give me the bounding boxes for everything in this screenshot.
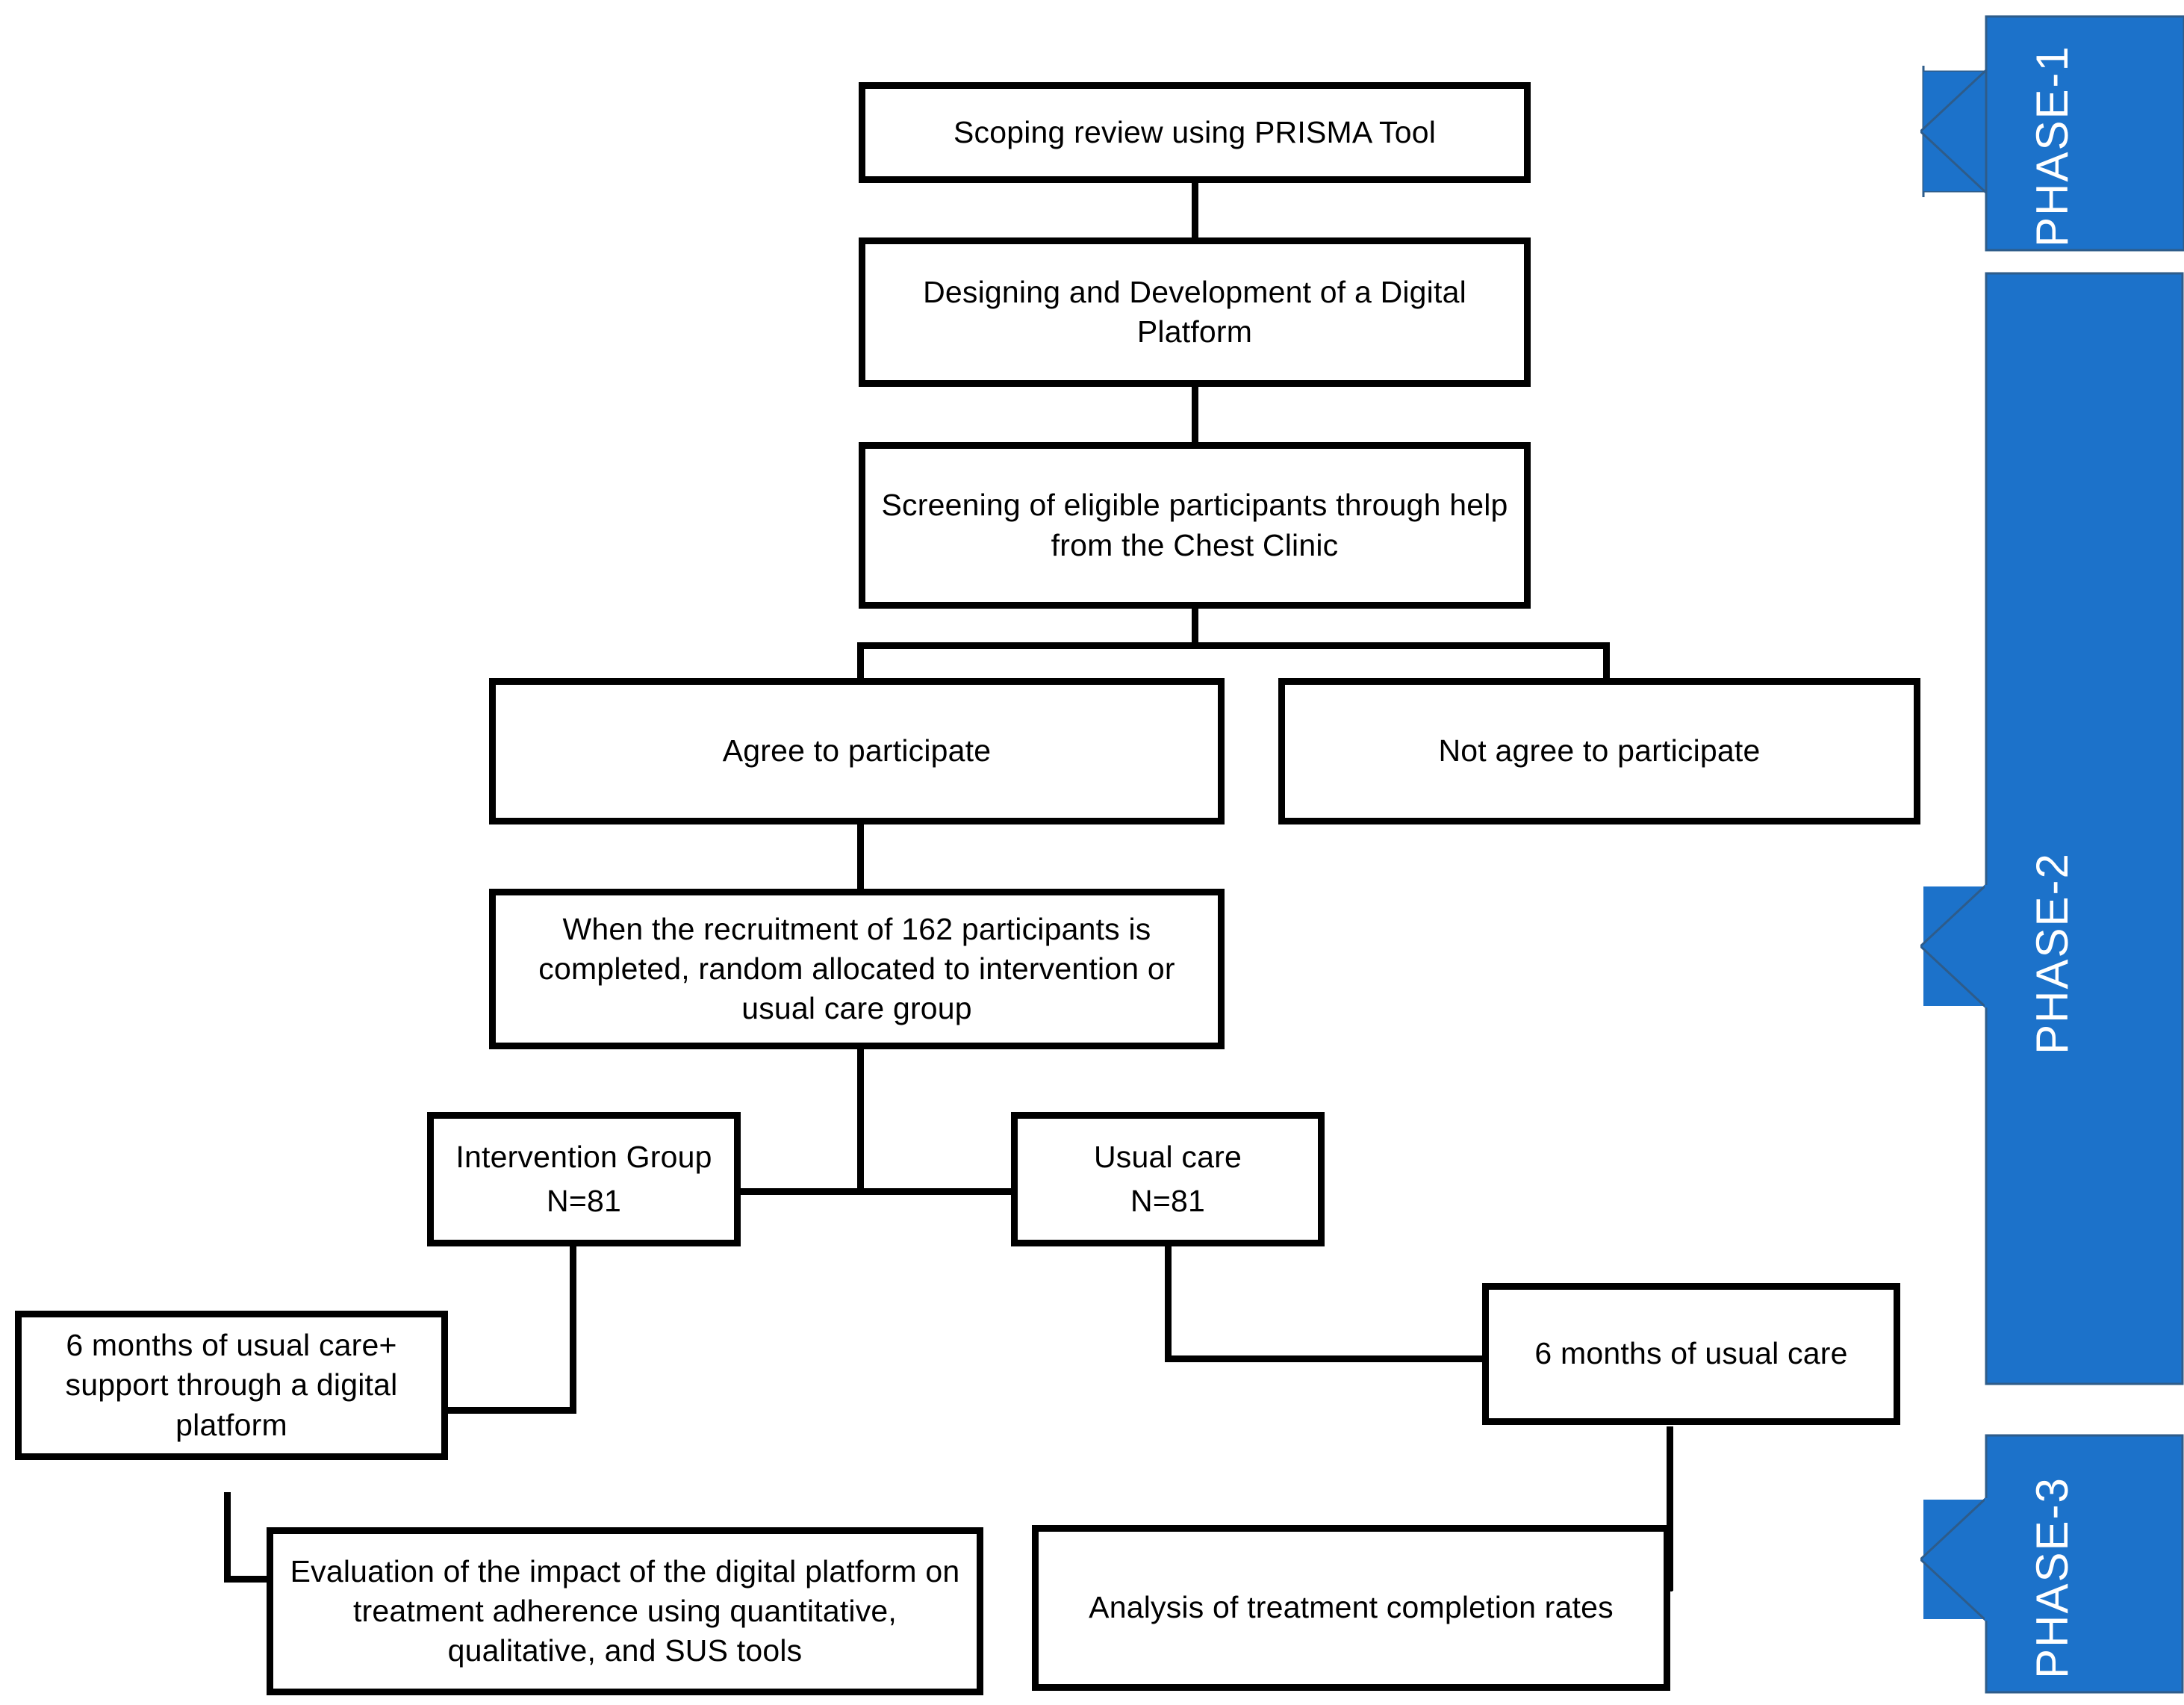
connector-usualcare-to-arm xyxy=(1165,1355,1486,1362)
connector-arm-evaluation-bar xyxy=(224,1576,302,1583)
node-evaluation[interactable]: Evaluation of the impact of the digital … xyxy=(267,1527,983,1695)
phase-2-label: PHASE-2 xyxy=(2027,852,2077,1055)
node-agree-label: Agree to participate xyxy=(722,733,992,768)
node-design-platform-label: Designing and Development of a Digital P… xyxy=(923,274,1466,349)
phase-banner-3[interactable]: PHASE-3 xyxy=(1920,1432,2184,1695)
connector-design-to-screening xyxy=(1192,385,1198,442)
connector-scoping-to-design xyxy=(1192,181,1198,237)
phase-3-label: PHASE-3 xyxy=(2027,1476,2077,1679)
node-scoping-review-label: Scoping review using PRISMA Tool xyxy=(953,114,1437,149)
node-randomisation[interactable]: When the recruitment of 162 participants… xyxy=(489,889,1225,1049)
connector-screening-down xyxy=(1192,606,1198,645)
connector-usualcare-down xyxy=(1165,1242,1172,1361)
node-intervention-arm[interactable]: 6 months of usual care+ support through … xyxy=(15,1311,448,1460)
node-intervention-arm-label: 6 months of usual care+ support through … xyxy=(65,1328,398,1442)
node-analysis-label: Analysis of treatment completion rates xyxy=(1089,1590,1614,1625)
phase-2-arrow-icon xyxy=(1920,272,2184,1385)
connector-split-left-down xyxy=(857,642,864,680)
node-screening[interactable]: Screening of eligible participants throu… xyxy=(859,442,1531,609)
node-not-agree-label: Not agree to participate xyxy=(1438,733,1761,768)
phase-banner-1[interactable]: PHASE-1 xyxy=(1920,12,2184,255)
node-agree-to-participate[interactable]: Agree to participate xyxy=(489,678,1225,824)
node-design-platform[interactable]: Designing and Development of a Digital P… xyxy=(859,237,1531,387)
connector-groups-bar xyxy=(735,1188,1016,1195)
node-screening-label: Screening of eligible participants throu… xyxy=(881,488,1508,562)
node-usual-care-arm[interactable]: 6 months of usual care xyxy=(1482,1283,1900,1425)
node-usual-care-group-label: Usual care xyxy=(1094,1139,1242,1174)
connector-intervention-down xyxy=(570,1242,576,1413)
connector-usualarm-to-analysis xyxy=(1667,1426,1673,1591)
node-scoping-review[interactable]: Scoping review using PRISMA Tool xyxy=(859,82,1531,183)
node-intervention-group[interactable]: Intervention Group N=81 xyxy=(427,1112,741,1246)
connector-split-right-down xyxy=(1603,642,1610,680)
node-randomisation-label: When the recruitment of 162 participants… xyxy=(538,911,1175,1026)
connector-randomisation-down xyxy=(857,1046,864,1191)
phase-1-label: PHASE-1 xyxy=(2027,45,2077,247)
connector-split-bar xyxy=(857,642,1610,649)
node-intervention-group-label: Intervention Group xyxy=(455,1139,712,1174)
connector-intervention-to-arm xyxy=(442,1407,576,1414)
connector-arm-to-evaluation xyxy=(224,1492,231,1582)
phase-3-arrow-icon xyxy=(1920,1434,2184,1694)
node-usual-care-group[interactable]: Usual care N=81 xyxy=(1011,1112,1325,1246)
node-intervention-group-count: N=81 xyxy=(547,1183,621,1218)
node-analysis[interactable]: Analysis of treatment completion rates xyxy=(1032,1525,1670,1691)
node-usual-care-arm-label: 6 months of usual care xyxy=(1534,1336,1848,1371)
node-evaluation-label: Evaluation of the impact of the digital … xyxy=(290,1553,960,1668)
phase-1-arrow-icon xyxy=(1920,15,2184,252)
node-usual-care-group-count: N=81 xyxy=(1130,1183,1205,1218)
phase-banner-2[interactable]: PHASE-2 xyxy=(1920,270,2184,1387)
connector-agree-to-randomisation xyxy=(857,822,864,890)
node-not-agree-to-participate[interactable]: Not agree to participate xyxy=(1278,678,1920,824)
